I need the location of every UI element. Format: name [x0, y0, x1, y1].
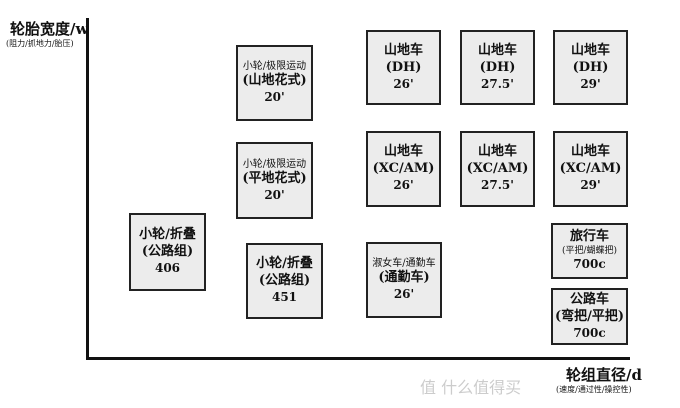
- box-line3: 29': [580, 178, 601, 193]
- box-line2: (XC/AM): [466, 161, 529, 177]
- box-line3: 20': [264, 187, 285, 202]
- box-line2: (DH): [572, 59, 609, 75]
- box-line3: 406: [154, 261, 181, 276]
- box-line1: 山地车: [383, 144, 423, 160]
- box-line2: (公路组): [258, 273, 311, 289]
- box-line2: (DH): [385, 59, 422, 75]
- box-bmx-flat: 小轮/极限运动(平地花式)20': [236, 142, 313, 219]
- box-line2: (XC/AM): [372, 161, 435, 177]
- box-city: 淑女车/通勤车(通勤车)26': [366, 242, 442, 318]
- box-line2: (平把/蝴蝶把): [561, 245, 618, 256]
- box-line2: (公路组): [141, 244, 194, 260]
- box-line2: (山地花式): [242, 73, 307, 89]
- box-folding-451: 小轮/折叠(公路组)451: [246, 243, 323, 319]
- y-axis-label: 轮胎宽度/w: [10, 20, 89, 38]
- box-line3: 26': [393, 76, 414, 91]
- box-bmx-dirt: 小轮/极限运动(山地花式)20': [236, 45, 313, 121]
- box-line1: 山地车: [477, 144, 517, 160]
- box-mtb-dh-275: 山地车(DH)27.5': [460, 30, 535, 105]
- box-line2: (通勤车): [378, 270, 430, 286]
- box-line1: 山地车: [477, 42, 517, 58]
- box-line1: 小轮/极限运动: [242, 61, 307, 73]
- x-axis: [86, 357, 630, 360]
- box-line1: 旅行车: [569, 228, 609, 244]
- box-line1: 小轮/极限运动: [242, 158, 307, 170]
- box-line1: 小轮/折叠: [139, 227, 196, 243]
- box-line3: 26': [393, 178, 414, 193]
- box-touring: 旅行车(平把/蝴蝶把)700c: [551, 223, 628, 279]
- box-line3: 27.5': [481, 178, 514, 193]
- y-axis: [86, 18, 89, 360]
- box-line3: 20': [264, 90, 285, 105]
- box-line1: 山地车: [383, 42, 423, 58]
- box-line1: 山地车: [570, 42, 610, 58]
- box-mtb-dh-26: 山地车(DH)26': [366, 30, 441, 105]
- box-line3: 26': [393, 287, 415, 302]
- box-mtb-xc-29: 山地车(XC/AM)29': [553, 131, 628, 207]
- box-line3: 451: [271, 290, 298, 305]
- box-road: 公路车(弯把/平把)700c: [551, 288, 628, 345]
- box-line3: 27.5': [481, 76, 514, 91]
- box-line1: 山地车: [570, 144, 610, 160]
- box-line1: 公路车: [569, 291, 609, 307]
- box-mtb-dh-29: 山地车(DH)29': [553, 30, 628, 105]
- box-line2: (弯把/平把): [554, 308, 625, 324]
- box-line2: (XC/AM): [559, 161, 622, 177]
- watermark: 值 什么值得买: [420, 378, 522, 397]
- box-folding-406: 小轮/折叠(公路组)406: [129, 213, 206, 291]
- box-mtb-xc-26: 山地车(XC/AM)26': [366, 131, 441, 207]
- box-line3: 700c: [573, 325, 606, 340]
- box-line1: 小轮/折叠: [256, 256, 313, 272]
- box-line3: 29': [580, 76, 601, 91]
- box-line1: 淑女车/通勤车: [372, 258, 436, 270]
- box-line3: 700c: [573, 257, 606, 272]
- box-line2: (平地花式): [242, 170, 307, 186]
- box-line2: (DH): [479, 59, 516, 75]
- x-axis-sublabel: (速度/通过性/操控性): [556, 385, 632, 394]
- x-axis-label: 轮组直径/d: [566, 366, 642, 384]
- box-mtb-xc-275: 山地车(XC/AM)27.5': [460, 131, 535, 207]
- y-axis-sublabel: (阻力/抓地力/胎压): [6, 39, 74, 48]
